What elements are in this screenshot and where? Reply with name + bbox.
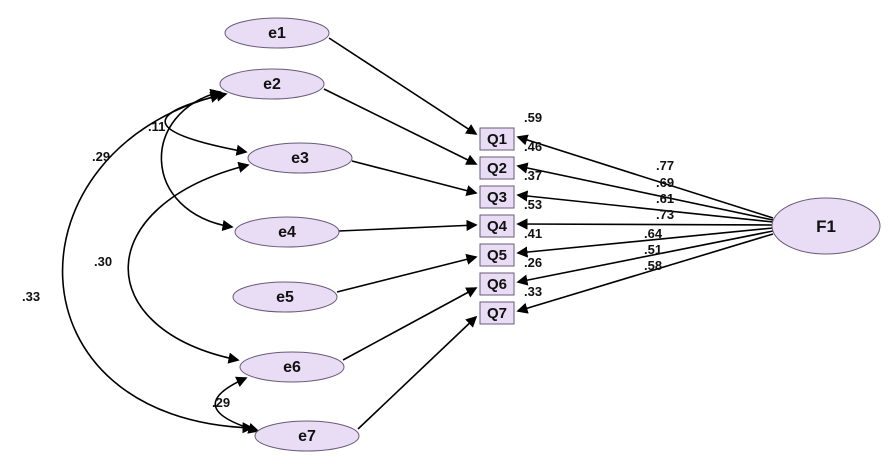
loading-label-q7: .58 (644, 258, 662, 273)
indicator-label-q1: Q1 (487, 131, 507, 148)
error-label-e2: e2 (263, 76, 281, 93)
smc-labels: .59 .46 .37 .53 .41 .26 .33 (524, 110, 542, 299)
factor-to-indicator-arrows (516, 134, 774, 314)
arrow-e6-q6 (342, 287, 478, 361)
arrow-f1-q5 (516, 227, 774, 258)
smc-label-q6: .26 (524, 255, 542, 270)
indicator-node-q1 (479, 127, 515, 151)
error-label-e4: e4 (278, 224, 296, 241)
indicator-node-q2 (479, 156, 515, 180)
loading-labels: .77 .69 .61 .73 .64 .51 .58 (644, 158, 674, 273)
factor-node-f1 (771, 197, 881, 255)
indicator-node-q4 (479, 214, 515, 238)
factor-label-f1: F1 (816, 217, 836, 236)
loading-label-q4: .73 (656, 207, 674, 222)
loading-label-q2: .69 (656, 175, 674, 190)
indicator-node-q7 (479, 301, 515, 325)
smc-label-q1: .59 (524, 110, 542, 125)
arrow-e2-q2 (323, 88, 478, 165)
arrow-f1-q7 (516, 233, 774, 314)
loading-label-q3: .61 (656, 191, 674, 206)
loading-label-q5: .64 (644, 226, 663, 241)
error-label-e7: e7 (298, 428, 316, 445)
loading-label-q1: .77 (656, 158, 674, 173)
error-node-e7 (254, 420, 360, 452)
error-nodes: e1 e2 e3 e4 e5 e6 e7 (219, 17, 360, 452)
error-node-e4 (234, 216, 340, 248)
arrow-e1-q1 (328, 37, 478, 135)
arrow-f1-q3 (516, 190, 774, 223)
covariance-arrow-e6-e7 (214, 376, 260, 434)
indicator-label-q5: Q5 (487, 247, 507, 264)
arrow-e5-q5 (336, 253, 478, 293)
arrow-e3-q3 (351, 160, 478, 197)
error-to-indicator-arrows (323, 37, 478, 430)
error-label-e6: e6 (283, 359, 301, 376)
arrow-e7-q7 (357, 315, 478, 430)
covariance-arrow-e2-e3 (164, 90, 248, 156)
covariance-arrow-e2-e7 (61, 91, 254, 434)
error-label-e1: e1 (268, 25, 286, 42)
indicator-node-q6 (479, 272, 515, 296)
indicator-label-q2: Q2 (487, 160, 507, 177)
error-node-e2 (219, 68, 325, 100)
covariance-arrows (61, 88, 260, 434)
arrow-f1-q6 (516, 230, 774, 286)
covariance-label-e3-e6: .30 (94, 254, 112, 269)
covariance-arrow-e3-e6 (127, 161, 250, 364)
arrow-e4-q4 (338, 219, 478, 232)
indicator-nodes: Q1 Q2 Q3 Q4 Q5 Q6 Q7 (479, 127, 515, 325)
error-node-e6 (239, 351, 345, 383)
smc-label-q2: .46 (524, 139, 542, 154)
indicator-label-q3: Q3 (487, 189, 507, 206)
covariance-label-e2-e3: .11 (148, 119, 165, 134)
covariance-labels: .11 .29 .30 .33 .29 (22, 119, 230, 410)
error-node-e1 (224, 17, 330, 49)
smc-label-q7: .33 (524, 284, 542, 299)
covariance-label-e6-e7: .29 (212, 395, 230, 410)
smc-label-q3: .37 (524, 168, 542, 183)
factor-node: F1 (771, 197, 881, 255)
covariance-label-e2-e7: .33 (22, 289, 40, 304)
arrow-f1-q4 (516, 218, 774, 230)
arrow-f1-q2 (516, 162, 774, 221)
error-node-e5 (232, 281, 338, 313)
arrow-f1-q1 (516, 134, 774, 219)
error-label-e3: e3 (291, 150, 309, 167)
indicator-node-q5 (479, 243, 515, 267)
indicator-label-q6: Q6 (487, 276, 507, 293)
error-label-e5: e5 (276, 289, 294, 306)
indicator-label-q7: Q7 (487, 305, 507, 322)
covariance-label-e2-e4: .29 (92, 149, 110, 164)
smc-label-q4: .53 (524, 197, 542, 212)
smc-label-q5: .41 (524, 226, 542, 241)
indicator-node-q3 (479, 185, 515, 209)
indicator-label-q4: Q4 (487, 218, 508, 235)
loading-label-q6: .51 (644, 242, 662, 257)
error-node-e3 (247, 142, 353, 174)
